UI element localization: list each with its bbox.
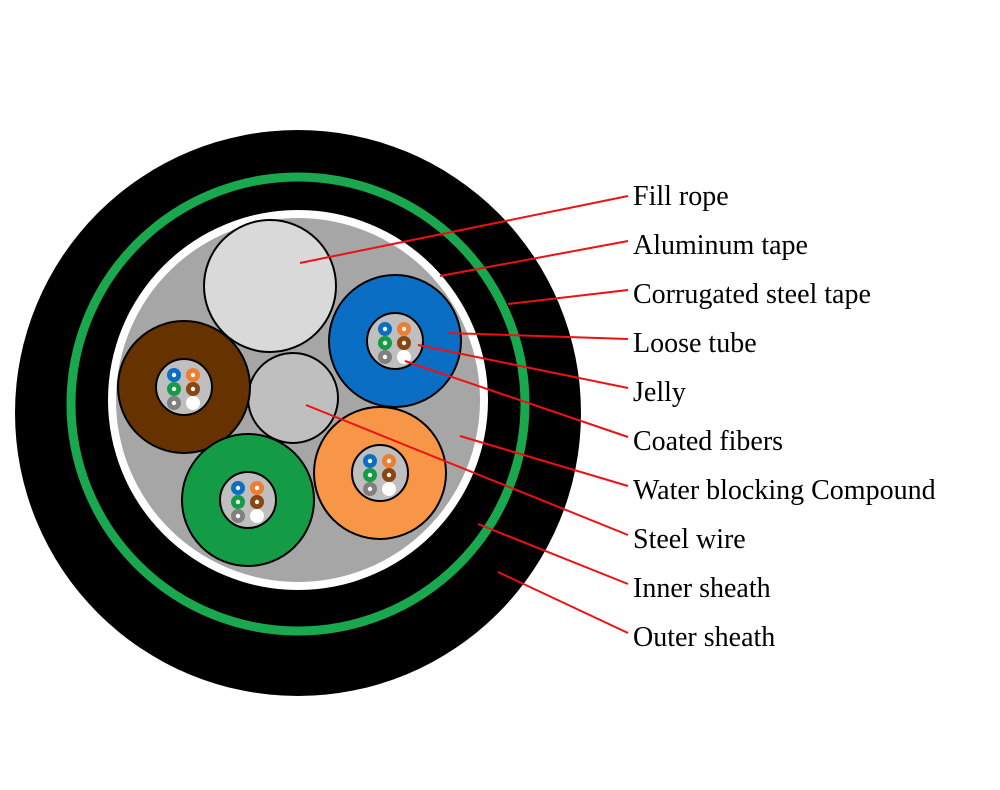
fiber-core (190, 386, 196, 392)
fiber-core (367, 486, 373, 492)
fiber-core (386, 486, 392, 492)
label-jelly: Jelly (633, 377, 686, 408)
steel-wire (247, 352, 339, 444)
label-loose-tube: Loose tube (633, 328, 757, 359)
label-inner-sheath: Inner sheath (633, 573, 771, 604)
leader-line-outer-sheath (497, 571, 629, 634)
leader-line-steel-wire (305, 404, 629, 536)
jelly (366, 312, 424, 370)
fiber-core (382, 340, 388, 346)
leader-line-jelly (417, 344, 629, 389)
leader-line-fill-rope (299, 195, 629, 264)
loose-tube-blue (328, 274, 462, 408)
fiber-core (190, 372, 196, 378)
fiber-core (235, 499, 241, 505)
label-aluminum-tape: Aluminum tape (633, 230, 808, 261)
fiber-core (235, 513, 241, 519)
loose-tube-brown (117, 320, 251, 454)
fiber-core (254, 499, 260, 505)
label-steel-wire: Steel wire (633, 524, 746, 555)
jelly (219, 471, 277, 529)
fiber-core (386, 458, 392, 464)
leader-line-inner-sheath (477, 523, 629, 585)
fiber-core (382, 354, 388, 360)
fiber-core (190, 400, 196, 406)
loose-tube-green (181, 433, 315, 567)
fiber-core (386, 472, 392, 478)
leader-line-aluminum-tape (439, 240, 629, 277)
fiber-core (254, 513, 260, 519)
leader-line-water-blocking-compound (459, 435, 629, 487)
label-outer-sheath: Outer sheath (633, 622, 776, 653)
label-corrugated-steel-tape: Corrugated steel tape (633, 279, 871, 310)
fill-rope (203, 219, 337, 353)
leader-lines (299, 195, 629, 634)
leader-line-corrugated-steel-tape (507, 289, 629, 305)
fiber-core (254, 485, 260, 491)
jelly (351, 444, 409, 502)
label-coated-fibers: Coated fibers (633, 426, 784, 457)
fiber-core (367, 458, 373, 464)
fiber-core (235, 485, 241, 491)
fiber-core (367, 472, 373, 478)
jelly (155, 358, 213, 416)
fiber-core (382, 326, 388, 332)
fiber-core (171, 372, 177, 378)
fiber-core (171, 400, 177, 406)
fiber-core (401, 340, 407, 346)
label-water-blocking-compound: Water blocking Compound (633, 475, 936, 506)
fiber-core (401, 326, 407, 332)
loose-tubes (117, 274, 462, 567)
leader-line-loose-tube (447, 332, 629, 340)
fiber-core (401, 354, 407, 360)
corrugated-steel-tape-ring (66, 172, 530, 636)
loose-tube-orange (313, 406, 447, 540)
fiber-core (171, 386, 177, 392)
label-fill-rope: Fill rope (633, 181, 729, 212)
leader-line-coated-fibers (404, 360, 629, 438)
